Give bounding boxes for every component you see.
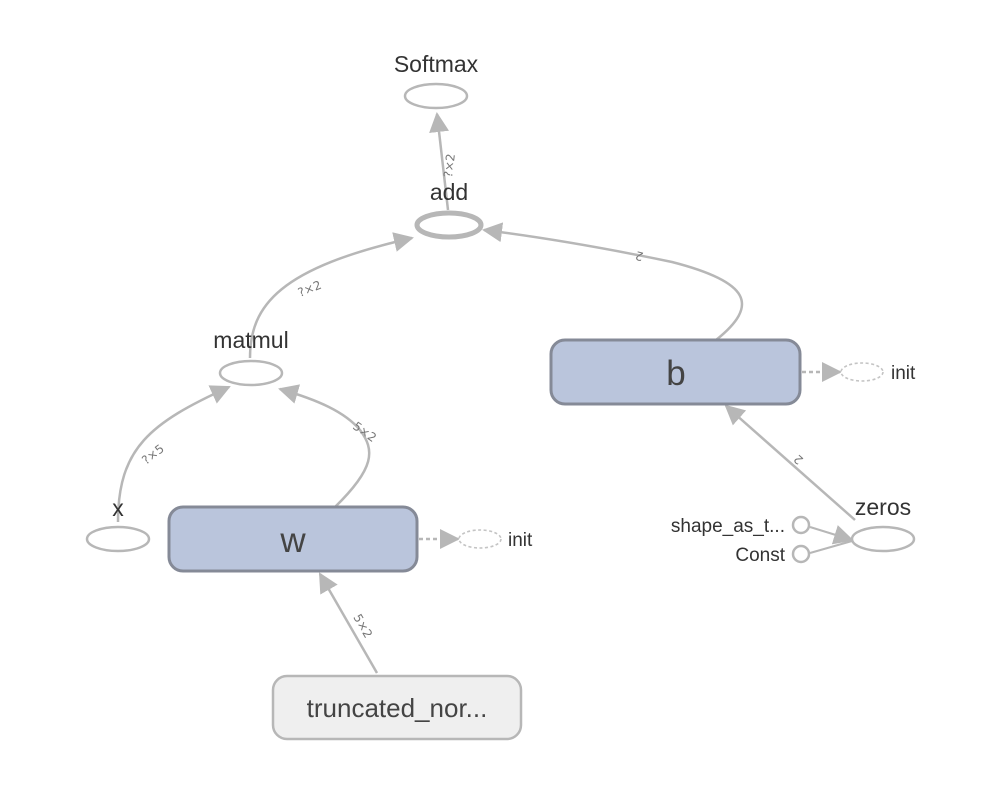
edge-matmul-to-add [248,232,414,359]
node-b-init[interactable]: init [840,362,916,384]
edge-x-to-matmul [116,385,231,523]
node-label-add: add [430,179,468,205]
edge-truncated-to-w [318,572,379,674]
edge-w-to-matmul [278,384,371,508]
node-matmul[interactable]: matmul [213,327,289,387]
node-label-w-init: init [508,530,533,551]
edge-b-to-add [482,222,744,341]
edge-label-x-to-matmul: ?×5 [139,442,167,468]
node-label-softmax: Softmax [394,51,479,77]
edge-label-add-to-softmax: ?×2 [441,153,458,179]
edge-const-to-zeros [809,540,853,554]
node-label-w: w [279,521,306,560]
edge-shape-to-zeros [809,525,854,545]
node-label-x: x [112,495,124,521]
edge-add-to-softmax [429,112,450,211]
node-truncated-normal[interactable]: truncated_nor... [271,674,523,741]
node-label-shape-as-tensor: shape_as_t... [671,516,785,537]
node-w-init[interactable]: init [458,529,533,551]
node-zeros[interactable]: zeros [850,494,916,553]
node-x[interactable]: x [85,495,151,553]
node-label-b-init: init [891,363,916,384]
node-label-b: b [666,354,685,393]
node-add[interactable]: add [414,179,484,240]
edge-label-truncated-to-w: 5×2 [350,612,375,641]
node-w[interactable]: w [167,505,419,573]
edge-label-b-to-add: 2 [634,248,645,264]
edge-label-zeros-to-b: 2 [791,452,806,468]
edge-zeros-to-b [724,404,856,521]
node-label-const: Const [735,545,785,566]
edge-label-matmul-to-add: ?×2 [296,278,324,300]
node-b[interactable]: b [549,338,802,406]
node-softmax[interactable]: Softmax [394,51,479,110]
edge-label-w-to-matmul: 5×2 [350,419,379,445]
node-label-zeros: zeros [855,494,911,520]
node-label-truncated-normal: truncated_nor... [307,693,488,723]
node-shape-as-tensor[interactable]: shape_as_t... [671,515,811,537]
node-label-matmul: matmul [213,327,288,353]
node-const[interactable]: Const [735,544,811,566]
